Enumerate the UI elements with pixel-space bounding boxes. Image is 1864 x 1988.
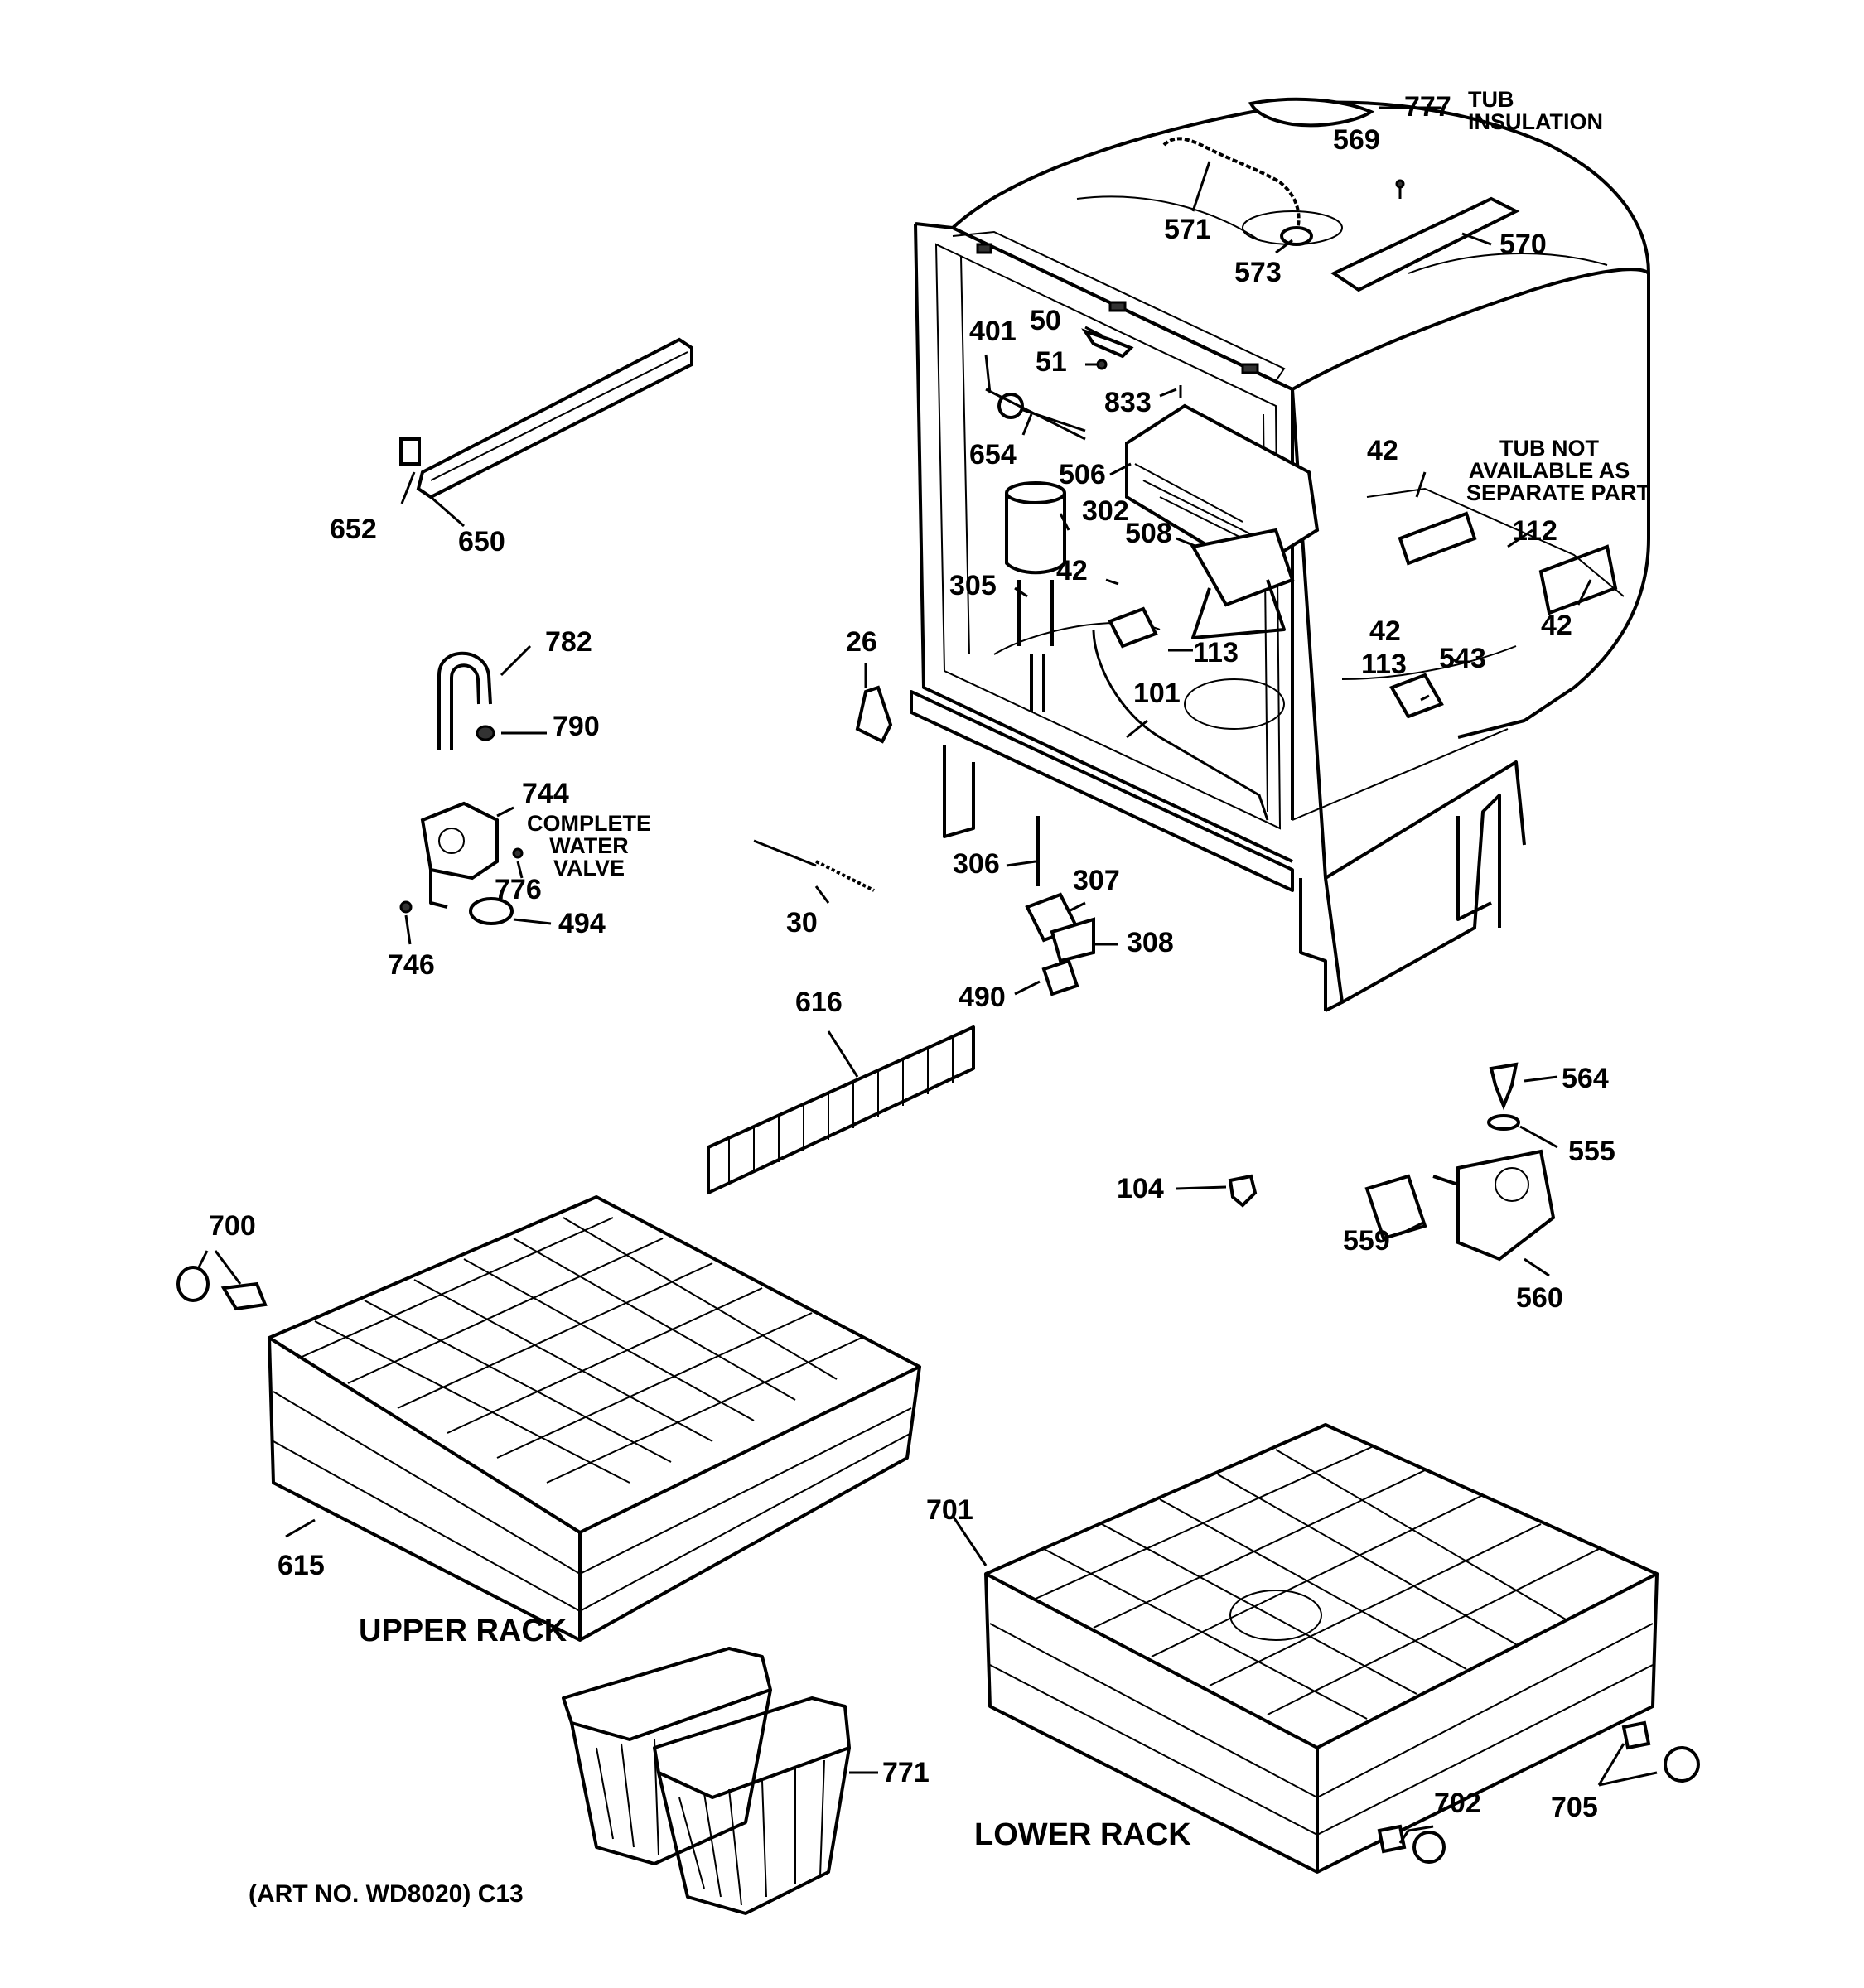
art-number: (ART NO. WD8020) C13 xyxy=(249,1880,524,1908)
part-label-705: 705 xyxy=(1551,1792,1598,1823)
tub-not-available-note: TUB NOT AVAILABLE AS SEPARATE PART xyxy=(1466,436,1651,505)
note-line: TUB xyxy=(1468,87,1514,112)
part-label-490: 490 xyxy=(959,982,1006,1013)
part-label-570: 570 xyxy=(1499,229,1547,260)
note-line: VALVE xyxy=(553,856,625,881)
part-label-560: 560 xyxy=(1516,1282,1563,1314)
note-line: SEPARATE PART xyxy=(1466,480,1651,505)
part-label-771: 771 xyxy=(882,1757,930,1788)
water-valve-744 xyxy=(420,801,499,881)
part-label-42: 42 xyxy=(1541,610,1572,641)
part-label-306: 306 xyxy=(953,848,1000,880)
part-label-569: 569 xyxy=(1333,124,1380,156)
shelf-616 xyxy=(707,1025,975,1194)
part-label-700: 700 xyxy=(209,1210,256,1242)
part-label-494: 494 xyxy=(558,908,606,939)
part-label-506: 506 xyxy=(1059,459,1106,490)
part-label-42: 42 xyxy=(1367,435,1398,466)
lower-rack-701 xyxy=(984,1423,1659,1874)
part-label-777: 777 xyxy=(1404,91,1451,123)
part-label-305: 305 xyxy=(949,570,997,601)
part-label-573: 573 xyxy=(1234,257,1282,288)
part-label-650: 650 xyxy=(458,526,505,557)
part-label-101: 101 xyxy=(1133,678,1181,709)
part-label-782: 782 xyxy=(545,626,592,658)
part-label-790: 790 xyxy=(553,711,600,742)
part-label-50: 50 xyxy=(1030,305,1061,336)
part-label-652: 652 xyxy=(330,514,377,545)
part-label-616: 616 xyxy=(795,987,843,1018)
part-label-555: 555 xyxy=(1568,1136,1615,1167)
tub-insulation-note: TUB INSULATION xyxy=(1468,89,1603,133)
part-label-113: 113 xyxy=(1193,637,1239,668)
part-label-654: 654 xyxy=(969,439,1017,470)
part-label-26: 26 xyxy=(846,626,877,658)
part-label-307: 307 xyxy=(1073,865,1120,896)
upper-rack-615 xyxy=(268,1195,921,1642)
bracket-570 xyxy=(1330,196,1520,292)
note-line: AVAILABLE AS xyxy=(1468,458,1630,483)
part-label-51: 51 xyxy=(1036,346,1067,378)
part-label-42: 42 xyxy=(1369,615,1401,647)
leader-lines xyxy=(197,106,1658,1844)
part-label-308: 308 xyxy=(1127,927,1174,958)
part-label-746: 746 xyxy=(388,949,435,981)
part-label-564: 564 xyxy=(1562,1063,1609,1094)
upper-rack-title: UPPER RACK xyxy=(359,1614,567,1648)
part-label-744: 744 xyxy=(522,778,569,809)
part-label-776: 776 xyxy=(495,874,542,905)
spring-30 xyxy=(753,839,817,867)
part-label-104: 104 xyxy=(1117,1173,1164,1204)
part-label-701: 701 xyxy=(926,1494,973,1526)
part-label-702: 702 xyxy=(1434,1788,1481,1819)
part-label-615: 615 xyxy=(278,1550,325,1581)
part-label-559: 559 xyxy=(1343,1225,1390,1257)
part-label-112: 112 xyxy=(1512,515,1557,547)
coil-cord-571 xyxy=(1162,137,1301,233)
part-label-543: 543 xyxy=(1439,643,1486,674)
note-line: WATER xyxy=(549,833,629,858)
part-label-302: 302 xyxy=(1082,495,1129,527)
note-line: COMPLETE xyxy=(526,811,651,836)
handle-26 xyxy=(855,685,893,744)
pump-560 xyxy=(1456,1149,1556,1262)
part-label-508: 508 xyxy=(1125,518,1172,549)
part-label-42: 42 xyxy=(1056,555,1088,586)
lower-rack-title: LOWER RACK xyxy=(974,1817,1191,1852)
part-label-401: 401 xyxy=(969,316,1017,347)
silverware-baskets-771 xyxy=(562,1647,851,1915)
hose-782 xyxy=(437,651,492,750)
tub-drawing xyxy=(910,97,1650,1012)
note-line: INSULATION xyxy=(1468,109,1603,134)
complete-water-valve-note: COMPLETE WATER VALVE xyxy=(519,813,659,880)
part-label-833: 833 xyxy=(1104,387,1152,418)
part-label-113: 113 xyxy=(1361,649,1407,680)
part-label-571: 571 xyxy=(1164,214,1211,245)
note-line: TUB NOT xyxy=(1499,436,1599,461)
part-label-30: 30 xyxy=(786,907,818,939)
